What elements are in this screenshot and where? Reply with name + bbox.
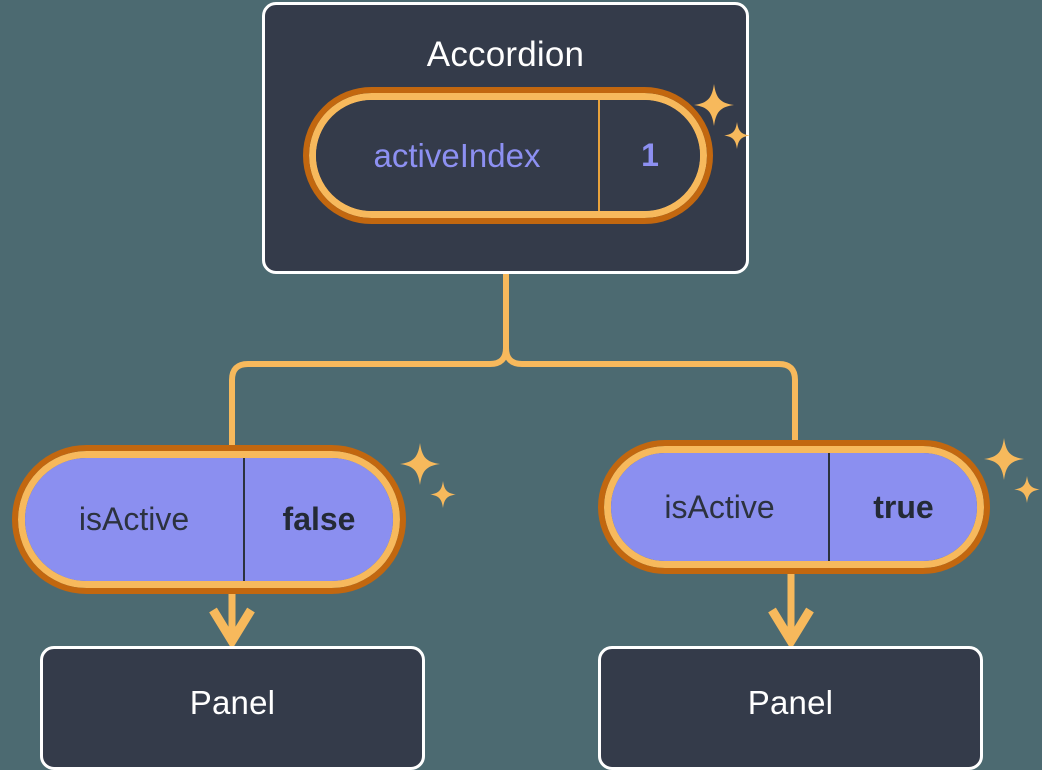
state-key-label: activeIndex [373,136,541,174]
arrow-down-icon-right [768,570,814,650]
pill-body: activeIndex 1 [303,87,713,224]
prop-value-label: false [243,458,393,581]
panel-title-right: Panel [747,684,834,721]
pill-inner: activeIndex 1 [316,100,700,211]
panel-component-box-left[interactable]: Panel [40,646,425,770]
four-point-star-icon [400,443,440,485]
prop-pill-isactive-true[interactable]: isActive true [598,440,990,574]
state-value-label: 1 [598,100,700,211]
pill-inner: isActive true [611,453,977,561]
four-point-star-small-icon [430,481,456,508]
accordion-title: Accordion [426,35,585,74]
four-point-star-small-icon [1014,476,1040,503]
sparkle-group-true [982,436,1042,513]
panel-component-box-right[interactable]: Panel [598,646,983,770]
prop-pill-isactive-false[interactable]: isActive false [12,445,406,594]
pill-inner: isActive false [25,458,393,581]
prop-key-label: isActive [664,488,775,525]
prop-value-label: true [828,453,977,561]
sparkle-group-false [398,441,458,518]
prop-key-label: isActive [78,501,190,537]
pill-body: isActive true [598,440,990,574]
pill-body: isActive false [12,445,406,594]
four-point-star-icon [984,438,1024,480]
panel-title-left: Panel [189,684,276,721]
arrow-down-icon-left [209,588,255,650]
branch-connector-icon [229,271,798,463]
state-pill-activeindex[interactable]: activeIndex 1 [303,87,713,224]
